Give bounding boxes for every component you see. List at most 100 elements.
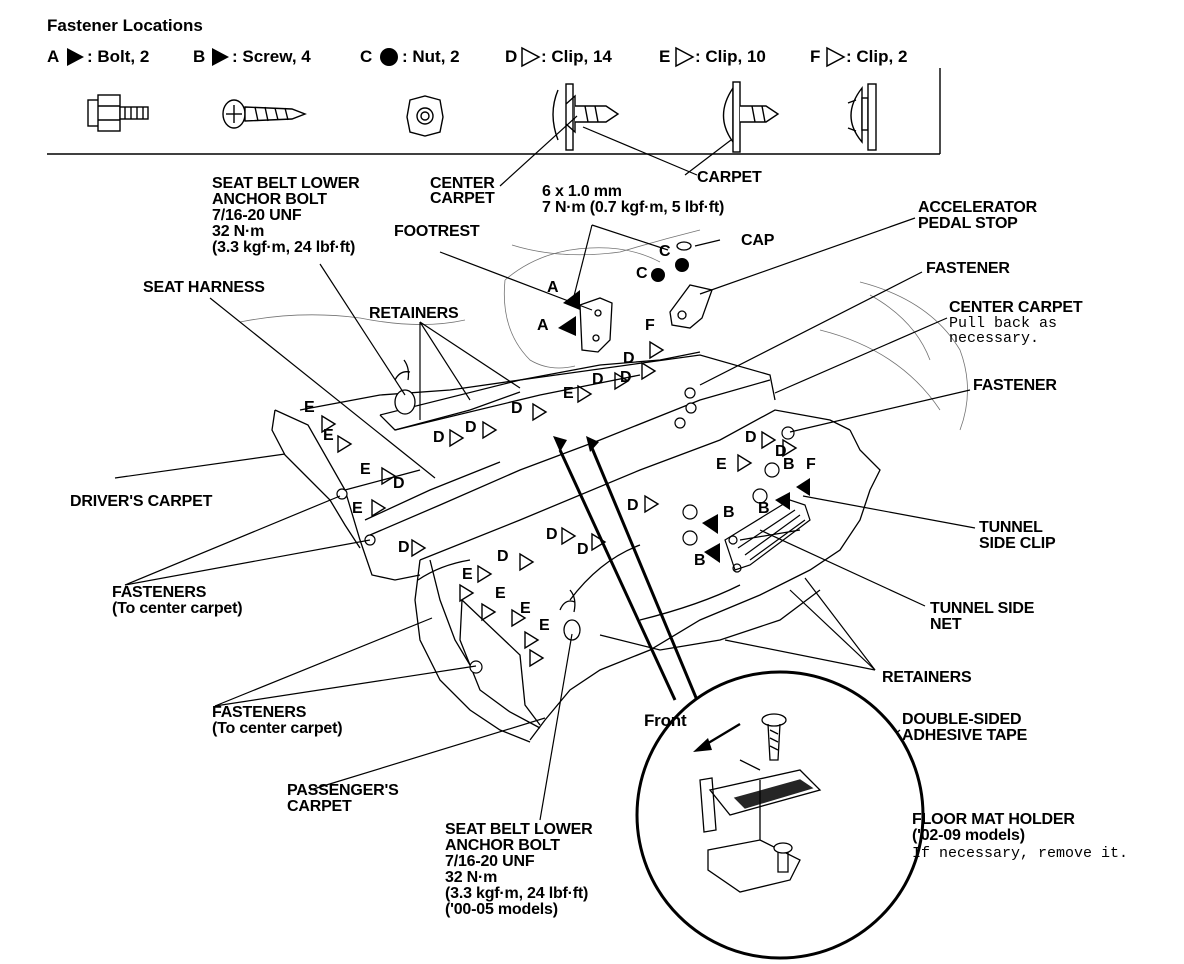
callout-e1: E	[563, 385, 574, 402]
leader-retainers-b2	[724, 639, 876, 671]
callout-e5: E	[352, 500, 363, 517]
callout-a2: A	[537, 317, 549, 334]
leader-footrest	[439, 251, 593, 311]
screw-b2-icon	[704, 543, 720, 563]
callout-e6: E	[716, 456, 727, 473]
bolt-picture-icon	[87, 94, 149, 132]
callout-e4: E	[360, 461, 371, 478]
callout-d12: D	[546, 526, 558, 543]
leader-retainers-b1	[789, 589, 876, 671]
leader-fasteners-2a	[214, 617, 433, 707]
leader-retainers-2	[419, 321, 471, 401]
leader-accelerator	[699, 217, 916, 295]
label-fastener-2: FASTENER	[973, 377, 1057, 394]
drivers-carpet-outline	[271, 351, 771, 581]
leader-center-carpet-right	[774, 317, 948, 394]
seat-belt-anchor-bottom	[559, 589, 581, 641]
bolt-symbol-icon	[67, 48, 84, 66]
callout-d2: D	[620, 369, 632, 386]
screw-b1-icon	[702, 514, 718, 534]
callout-e9: E	[520, 600, 531, 617]
detail-arrowhead-1	[553, 436, 567, 452]
label-front: Front	[644, 711, 687, 730]
screw-b3-icon	[775, 492, 790, 510]
leader-fastener-1	[699, 271, 923, 386]
leader-bolt-a	[571, 224, 593, 305]
callout-b4: B	[694, 552, 706, 569]
label-retainers-bottom: RETAINERS	[882, 669, 972, 686]
detail-callout-line-2	[590, 447, 699, 701]
callout-a1: A	[547, 279, 559, 296]
detail-callout-line-1	[558, 449, 677, 701]
legend-key-e: E	[659, 47, 671, 66]
bolt-a2-icon	[558, 316, 576, 336]
callout-e8: E	[495, 585, 506, 602]
nut-symbol-icon	[380, 48, 398, 66]
leader-passengers-carpet	[309, 717, 546, 791]
legend-desc-f: : Clip, 2	[846, 47, 908, 66]
leader-carpet-1	[582, 126, 698, 176]
legend-desc-b: : Screw, 4	[232, 47, 311, 66]
leader-bolt-spec-c	[591, 224, 669, 251]
callout-d3: D	[592, 371, 604, 388]
legend-desc-a: : Bolt, 2	[87, 47, 150, 66]
leader-seat-belt-top	[319, 263, 406, 396]
callout-d7: D	[393, 475, 405, 492]
front-arrow-icon	[693, 722, 741, 752]
label-tunnel-side-clip: TUNNEL SIDE CLIP	[979, 519, 1056, 552]
label-seat-belt-top: SEAT BELT LOWER ANCHOR BOLT 7/16-20 UNF …	[212, 175, 360, 256]
screw-symbol-icon	[212, 48, 229, 66]
leader-carpet-2	[684, 139, 732, 176]
callout-e10: E	[539, 617, 550, 634]
clip-e-symbol-icon	[675, 46, 695, 68]
callout-e7: E	[462, 566, 473, 583]
label-seat-harness: SEAT HARNESS	[143, 279, 265, 296]
clip-f-symbol-icon	[826, 46, 846, 68]
callout-d5: D	[465, 419, 477, 436]
callout-f2: F	[806, 456, 816, 473]
legend-key-f: F	[810, 47, 821, 66]
callout-b2: B	[758, 500, 770, 517]
clip-f-picture-icon	[847, 83, 877, 151]
accelerator-pedal-stop	[669, 284, 713, 329]
callout-d6: D	[433, 429, 445, 446]
callout-f1: F	[645, 317, 655, 334]
callout-d11: D	[627, 497, 639, 514]
callout-b1: B	[783, 456, 795, 473]
cap-part	[676, 241, 692, 251]
leader-fastener-2	[789, 389, 971, 433]
legend-desc-d: : Clip, 14	[541, 47, 612, 66]
label-carpet: CARPET	[697, 169, 762, 186]
center-carpet-outline	[379, 354, 881, 743]
nut-c2-icon	[675, 258, 689, 272]
leader-tunnel-side-clip	[802, 495, 976, 529]
callout-c1: C	[659, 243, 671, 260]
leader-seat-harness	[209, 297, 436, 479]
floor-mat-holder-part	[699, 713, 822, 893]
label-center-carpet-right: CENTER CARPET	[949, 299, 1083, 316]
legend-key-d: D	[505, 47, 518, 66]
legend-key-c: C	[360, 47, 373, 66]
legend-key-a: A	[47, 47, 60, 66]
leader-cap	[694, 239, 721, 247]
label-double-sided: DOUBLE-SIDED ADHESIVE TAPE	[902, 711, 1028, 744]
callout-d13: D	[577, 541, 589, 558]
nut-c1-icon	[651, 268, 665, 282]
label-drivers-carpet: DRIVER'S CARPET	[70, 493, 213, 510]
screw-picture-icon	[222, 99, 307, 129]
label-fasteners-1: FASTENERS (To center carpet)	[112, 584, 243, 617]
label-floor-mat: FLOOR MAT HOLDER ('02-09 models)	[912, 811, 1075, 844]
footrest-part	[579, 297, 613, 353]
legend-title: Fastener Locations	[47, 16, 203, 35]
callout-d8: D	[398, 539, 410, 556]
leader-retainers-b3	[804, 577, 876, 671]
leader-fasteners-1a	[124, 495, 341, 586]
leader-seat-belt-bottom	[539, 633, 573, 821]
note-center-carpet: Pull back as necessary.	[949, 315, 1058, 347]
callout-d4: D	[511, 400, 523, 417]
screw-b4-icon	[796, 478, 810, 496]
label-center-carpet-top: CENTER CARPET	[430, 175, 495, 207]
leader-tunnel-side-net	[759, 529, 926, 607]
